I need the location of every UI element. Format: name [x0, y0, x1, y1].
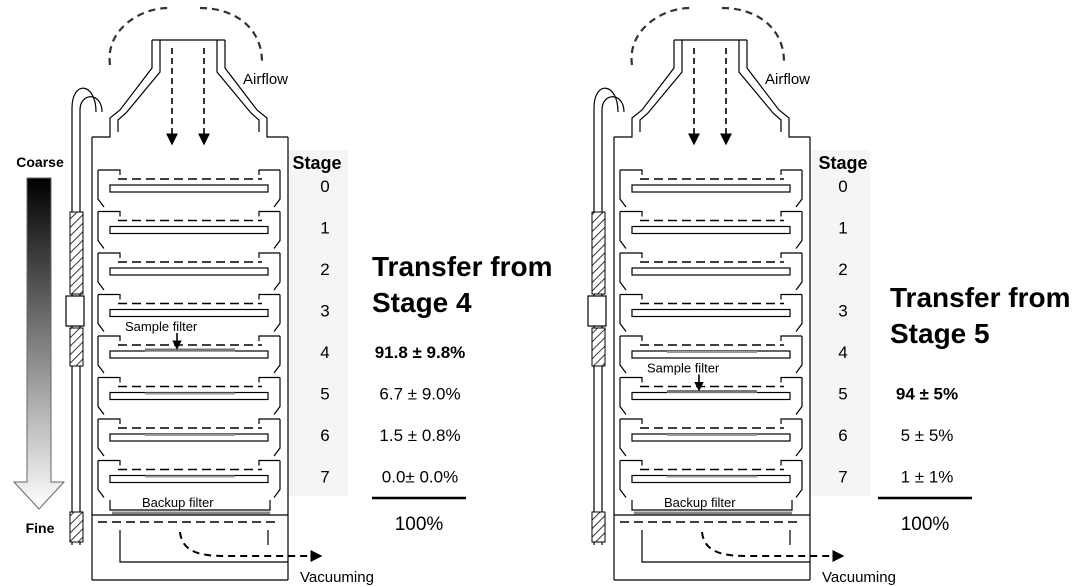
stage-number-7: 7	[838, 468, 847, 487]
stage-header: Stage	[292, 153, 341, 173]
transfer-percent-stage-7: 1 ± 1%	[901, 468, 954, 487]
stage-tray-1	[620, 212, 802, 249]
transfer-title-line2: Stage 5	[890, 318, 990, 349]
stage-number-5: 5	[320, 385, 329, 404]
coarse-fine-gradient-arrow	[14, 178, 64, 509]
backup-filter-label: Backup filter	[142, 495, 214, 510]
stage-tray-2	[98, 253, 280, 290]
stage-tray-4	[98, 336, 280, 373]
collection-plate	[110, 268, 268, 275]
stage-number-4: 4	[320, 343, 329, 362]
stage-tray-5	[98, 378, 280, 415]
hatched-clamp-upper	[70, 212, 83, 294]
inlet-cone	[98, 40, 280, 137]
airflow-label: Airflow	[243, 71, 288, 88]
hatched-clamp-lower	[592, 512, 605, 542]
backup-filter-label: Backup filter	[664, 495, 736, 510]
coarse-fine-axis: Coarse Fine	[14, 154, 64, 536]
stage-number-2: 2	[320, 260, 329, 279]
stage-tray-6	[98, 419, 280, 456]
stage-header: Stage	[818, 153, 867, 173]
stage-tray-2	[620, 253, 802, 290]
stage-number-6: 6	[838, 426, 847, 445]
vacuum-arrow	[180, 532, 320, 556]
stage-number-3: 3	[838, 302, 847, 321]
stage-number-5: 5	[838, 385, 847, 404]
coarse-label: Coarse	[16, 154, 64, 170]
stage-tray-3	[620, 295, 802, 332]
hatched-clamp-middle	[592, 328, 605, 366]
transfer-title-line1: Transfer from	[890, 282, 1071, 313]
transfer-percent-stage-4: 91.8 ± 9.8%	[375, 343, 466, 362]
stage-tray-0	[98, 170, 280, 207]
stage-number-4: 4	[838, 343, 847, 362]
total-percent: 100%	[395, 514, 444, 535]
transfer-percent-stage-5: 6.7 ± 9.0%	[379, 385, 460, 404]
stage-number-3: 3	[320, 302, 329, 321]
transfer-percent-stage-7: 0.0± 0.0%	[382, 468, 458, 487]
collection-plate	[632, 185, 790, 192]
fine-label: Fine	[26, 520, 55, 536]
airflow-curve-right	[200, 8, 262, 62]
tube-coupler	[588, 296, 606, 326]
stage-number-0: 0	[838, 177, 847, 196]
airflow-label: Airflow	[765, 71, 810, 88]
stage-number-6: 6	[320, 426, 329, 445]
hatched-clamp-middle	[70, 328, 83, 366]
vacuuming-label: Vacuuming	[300, 569, 374, 586]
hatched-clamp-upper	[592, 212, 605, 294]
stage-number-1: 1	[838, 219, 847, 238]
total-percent: 100%	[901, 514, 950, 535]
transfer-percent-stage-6: 1.5 ± 0.8%	[379, 426, 460, 445]
transfer-percent-stage-6: 5 ± 5%	[901, 426, 954, 445]
vacuuming-label: Vacuuming	[822, 569, 896, 586]
collection-plate	[632, 268, 790, 275]
stage-column-bg	[288, 150, 348, 496]
stage-number-2: 2	[838, 260, 847, 279]
collection-plate	[110, 351, 268, 358]
stage-tray-5	[620, 378, 802, 415]
stage-number-7: 7	[320, 468, 329, 487]
sample-filter-label: Sample filter	[125, 319, 198, 334]
stage-tray-7	[620, 461, 802, 498]
airflow-curve-left	[632, 8, 690, 65]
collection-plate	[632, 310, 790, 317]
collection-plate	[110, 310, 268, 317]
tube-coupler	[66, 296, 84, 326]
collection-plate	[632, 393, 790, 400]
collection-plate	[110, 185, 268, 192]
stage-number-0: 0	[320, 177, 329, 196]
airflow-curve-right	[722, 8, 784, 62]
stage-tray-1	[98, 212, 280, 249]
inlet-cone	[620, 40, 802, 137]
stage-tray-6	[620, 419, 802, 456]
transfer-title-line2: Stage 4	[372, 287, 472, 318]
transfer-title-line1: Transfer from	[372, 251, 553, 282]
vacuum-arrow	[702, 532, 842, 556]
collection-plate	[632, 227, 790, 234]
collection-plate	[110, 227, 268, 234]
stage-tray-0	[620, 170, 802, 207]
stage-number-1: 1	[320, 219, 329, 238]
transfer-percent-stage-5: 94 ± 5%	[896, 385, 958, 404]
stage-tray-7	[98, 461, 280, 498]
sample-filter-label: Sample filter	[647, 361, 720, 376]
hatched-clamp-lower	[70, 512, 83, 542]
airflow-curve-left	[110, 8, 168, 65]
